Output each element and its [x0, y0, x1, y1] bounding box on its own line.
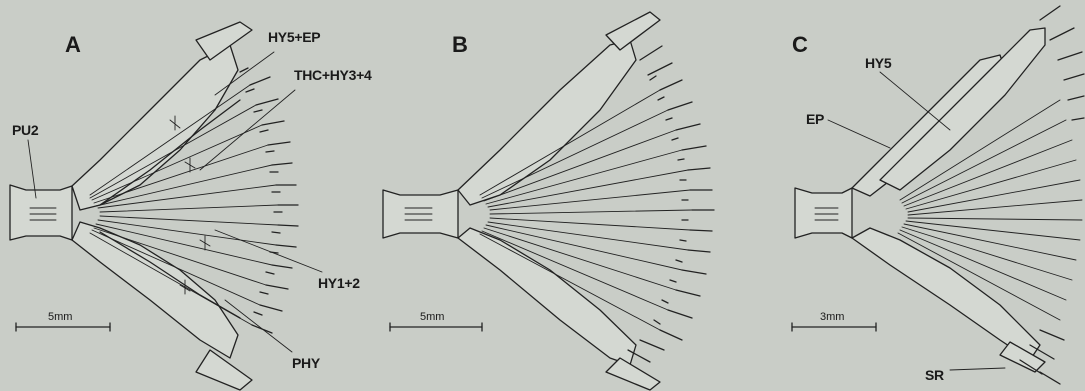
label-thc-hy3-4: THC+HY3+4 — [294, 67, 372, 83]
panel-c-letter: C — [792, 32, 808, 57]
panel-b-fin-rays — [480, 90, 692, 330]
panel-b-scale-bar: 5mm — [390, 311, 482, 331]
panel-b-lower-procurrent — [606, 358, 660, 390]
panel-c-scale-bar: 3mm — [792, 311, 876, 331]
panel-a-lower-procurrent — [196, 350, 252, 390]
panel-a: A — [10, 22, 372, 390]
lower-hypural-plate — [72, 222, 238, 358]
panel-c-hypural-5 — [880, 28, 1045, 190]
panel-b-fin-drawing — [383, 12, 714, 390]
label-hy5-ep: HY5+EP — [268, 29, 320, 45]
panel-b-letter: B — [452, 32, 468, 57]
label-pu2: PU2 — [12, 122, 39, 138]
panel-a-letter: A — [65, 32, 81, 57]
panel-c-scale-label: 3mm — [820, 311, 844, 323]
panel-a-ray-segments — [240, 68, 298, 333]
panel-b-upper-hypural — [458, 40, 636, 205]
panel-c: C — [792, 6, 1084, 384]
label-hy5: HY5 — [865, 55, 892, 71]
panel-a-fin-drawing — [10, 22, 298, 390]
panel-b-upper-procurrent — [606, 12, 660, 50]
upper-hypural-plate — [72, 45, 238, 210]
panel-a-scale-bar: 5mm — [16, 311, 110, 331]
panel-b-scale-label: 5mm — [420, 311, 444, 323]
label-hy1-2: HY1+2 — [318, 275, 360, 291]
panel-a-scale-label: 5mm — [48, 311, 72, 323]
panel-b-ray-segments — [628, 46, 714, 362]
panel-c-epural — [852, 55, 1005, 196]
pu2-vertebra — [10, 185, 72, 240]
label-ep: EP — [806, 111, 824, 127]
panel-b: B — [383, 12, 714, 390]
panel-c-vertebra — [795, 188, 852, 238]
label-phy: PHY — [292, 355, 321, 371]
label-sr: SR — [925, 367, 944, 383]
